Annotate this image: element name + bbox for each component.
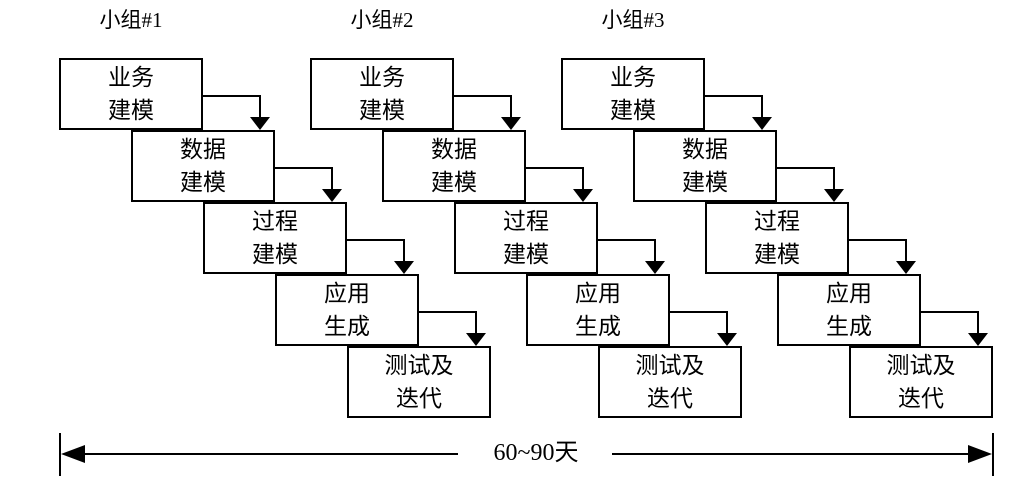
stage-box-g2-s1: 业务建模 <box>310 58 454 130</box>
flow-arrow-line <box>275 167 333 190</box>
stage-box-g1-s1: 业务建模 <box>59 58 203 130</box>
stage-box-g1-s2: 数据建模 <box>131 130 275 202</box>
stage-box-label: 建模 <box>108 98 154 123</box>
stage-box-label: 生成 <box>324 314 370 339</box>
timeline-arrowhead-left <box>61 445 85 463</box>
flow-arrow-line <box>921 311 979 334</box>
group-label-3: 小组#3 <box>601 8 665 32</box>
stage-box-g3-s2: 数据建模 <box>633 130 777 202</box>
stage-box-g2-s4: 应用生成 <box>526 274 670 346</box>
stage-box-label: 业务 <box>359 65 405 90</box>
flow-arrow-line <box>598 239 656 262</box>
stage-box-g3-s4: 应用生成 <box>777 274 921 346</box>
stage-box-label: 业务 <box>610 65 656 90</box>
flow-arrow-line <box>849 239 907 262</box>
stage-box-label: 建模 <box>431 170 477 195</box>
stage-box-label: 测试及 <box>384 353 454 378</box>
group-label-1: 小组#1 <box>99 8 163 32</box>
stage-box-label: 建模 <box>359 98 405 123</box>
flow-arrowhead-down <box>501 117 521 130</box>
stage-box-label: 数据 <box>682 137 728 162</box>
stage-box-g3-s3: 过程建模 <box>705 202 849 274</box>
flow-arrowhead-down <box>322 189 342 202</box>
stage-box-label: 建模 <box>754 242 800 267</box>
stage-box-label: 应用 <box>575 281 621 306</box>
stage-box-label: 建模 <box>610 98 656 123</box>
stage-box-label: 测试及 <box>635 353 705 378</box>
timeline-label: 60~90天 <box>493 440 579 466</box>
flow-arrowhead-down <box>645 261 665 274</box>
stage-box-label: 数据 <box>180 137 226 162</box>
flow-arrowhead-down <box>394 261 414 274</box>
flow-arrowhead-down <box>466 333 486 346</box>
stage-box-label: 迭代 <box>898 386 944 411</box>
stage-box-g2-s3: 过程建模 <box>454 202 598 274</box>
stage-box-label: 建模 <box>503 242 549 267</box>
stage-box-label: 迭代 <box>396 386 442 411</box>
stage-box-label: 生成 <box>826 314 872 339</box>
stage-box-g3-s1: 业务建模 <box>561 58 705 130</box>
flow-arrowhead-down <box>896 261 916 274</box>
flow-arrow-line <box>705 95 763 118</box>
stage-box-label: 建模 <box>180 170 226 195</box>
stage-box-label: 建模 <box>682 170 728 195</box>
stage-box-label: 过程 <box>503 209 549 234</box>
stage-box-label: 过程 <box>754 209 800 234</box>
stage-box-label: 生成 <box>575 314 621 339</box>
stage-box-label: 迭代 <box>647 386 693 411</box>
stage-box-label: 测试及 <box>886 353 956 378</box>
stage-box-label: 过程 <box>252 209 298 234</box>
stage-box-label: 业务 <box>108 65 154 90</box>
stage-box-g1-s4: 应用生成 <box>275 274 419 346</box>
flow-arrow-line <box>777 167 835 190</box>
group-label-2: 小组#2 <box>350 8 414 32</box>
flow-arrow-line <box>203 95 261 118</box>
stage-box-label: 建模 <box>252 242 298 267</box>
flow-arrow-line <box>670 311 728 334</box>
flow-arrow-line <box>347 239 405 262</box>
stage-box-g1-s5: 测试及迭代 <box>347 346 491 418</box>
flow-arrowhead-down <box>824 189 844 202</box>
flow-arrowhead-down <box>968 333 988 346</box>
flow-arrow-line <box>526 167 584 190</box>
stage-box-g3-s5: 测试及迭代 <box>849 346 993 418</box>
stage-box-g2-s2: 数据建模 <box>382 130 526 202</box>
flow-arrowhead-down <box>250 117 270 130</box>
flow-arrow-line <box>419 311 477 334</box>
flow-arrow-line <box>454 95 512 118</box>
stage-box-g1-s3: 过程建模 <box>203 202 347 274</box>
stage-box-label: 应用 <box>324 281 370 306</box>
flow-arrowhead-down <box>752 117 772 130</box>
stage-box-label: 应用 <box>826 281 872 306</box>
flow-arrowhead-down <box>717 333 737 346</box>
stage-box-label: 数据 <box>431 137 477 162</box>
flow-arrowhead-down <box>573 189 593 202</box>
stage-box-g2-s5: 测试及迭代 <box>598 346 742 418</box>
timeline-arrowhead-right <box>968 445 992 463</box>
